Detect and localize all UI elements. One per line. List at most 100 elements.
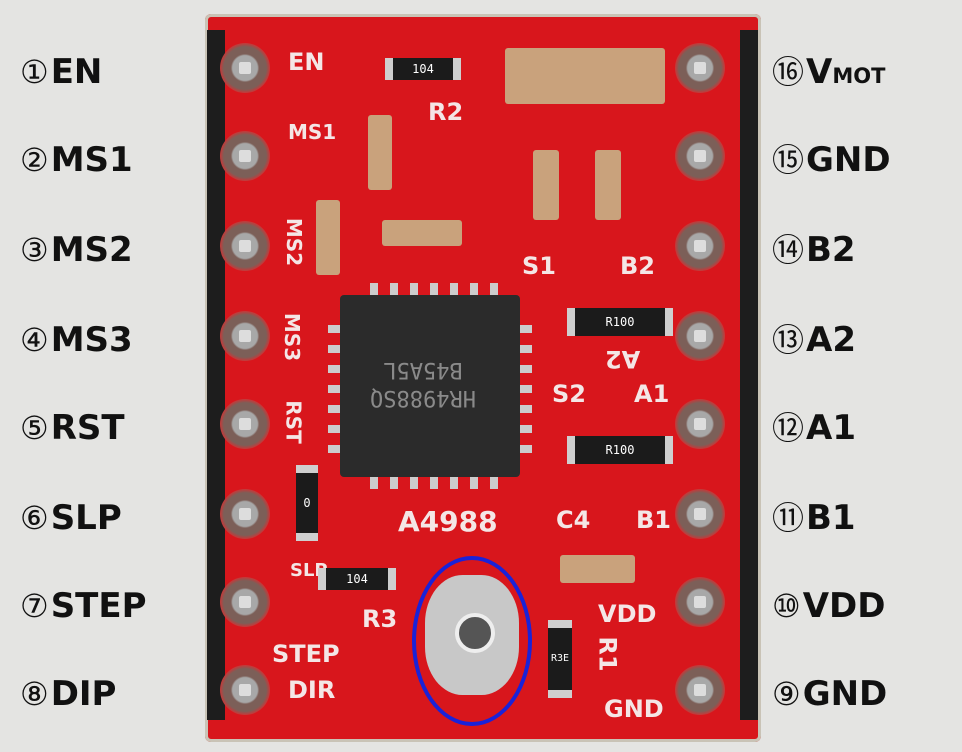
chip-leg: [430, 283, 438, 295]
pin-tip: [694, 596, 706, 608]
pin-solder-pad: [675, 221, 725, 271]
left-pin-header: [207, 30, 225, 720]
chip-leg: [520, 425, 532, 433]
pin-name: B2: [806, 230, 856, 270]
pin-solder-pad: [675, 43, 725, 93]
pin-label: ⑩VDD: [772, 586, 885, 626]
pin-label: ⑤RST: [20, 408, 125, 448]
chip-leg: [328, 445, 340, 453]
sense-resistor-2: R100: [567, 436, 673, 464]
chip-leg: [520, 365, 532, 373]
chip-leg: [450, 477, 458, 489]
pin-name: GND: [802, 674, 888, 714]
chip-leg: [450, 283, 458, 295]
pin-name: STEP: [50, 586, 147, 626]
chip-leg: [328, 345, 340, 353]
silk-c4: C4: [556, 506, 591, 534]
pin-number: ⑩: [772, 587, 801, 625]
silk-r1: R1: [593, 636, 622, 672]
pin-tip: [239, 684, 251, 696]
silk-a2: A2: [605, 345, 641, 373]
chip-leg: [390, 477, 398, 489]
chip-leg: [520, 325, 532, 333]
pin-tip: [694, 508, 706, 520]
chip-leg: [520, 445, 532, 453]
pin-tip: [694, 62, 706, 74]
pin-name: EN: [50, 52, 103, 92]
pin-number: ⑯: [772, 53, 805, 91]
pin-tip: [239, 508, 251, 520]
pin-name: GND: [806, 140, 891, 180]
resistor-r2: 104: [385, 58, 461, 80]
capacitor: [595, 150, 621, 220]
silk-ms3: MS3: [280, 312, 305, 362]
pin-tip: [694, 684, 706, 696]
silk-vdd: VDD: [598, 600, 657, 628]
silk-r2: R2: [428, 98, 464, 126]
pin-label: ⑯VMOT: [772, 52, 885, 92]
silk-s1: S1: [522, 252, 556, 280]
pin-solder-pad: [675, 399, 725, 449]
pin-number: ⑨: [772, 675, 801, 713]
pin-number: ⑫: [772, 409, 805, 447]
chip-marking-line-1: HR4988SQ: [370, 385, 476, 410]
capacitor: [316, 200, 340, 275]
a4988-chip: HR4988SQ B45A5L: [328, 283, 532, 489]
chip-leg: [328, 325, 340, 333]
chip-marking-line-2: B45A5L: [383, 357, 463, 382]
pin-label: ⑧DIP: [20, 674, 116, 714]
pin-tip: [239, 62, 251, 74]
silk-step: STEP: [272, 640, 340, 668]
pin-name: VDD: [802, 586, 886, 626]
pin-number: ⑥: [20, 499, 49, 537]
pin-solder-pad: [675, 489, 725, 539]
pin-solder-pad: [675, 665, 725, 715]
pin-label: ③MS2: [20, 230, 133, 270]
pin-label: ②MS1: [20, 140, 133, 180]
chip-leg: [490, 477, 498, 489]
chip-leg: [520, 405, 532, 413]
capacitor-large: [505, 48, 665, 104]
right-pin-header: [740, 30, 758, 720]
chip-leg: [370, 283, 378, 295]
pin-solder-pad: [220, 665, 270, 715]
silk-en: EN: [288, 48, 325, 76]
pin-label: ⑫A1: [772, 408, 856, 448]
chip-leg: [470, 477, 478, 489]
pin-name: A2: [806, 320, 856, 360]
silk-s2: S2: [552, 380, 586, 408]
pin-name-subscript: MOT: [832, 64, 886, 88]
chip-leg: [370, 477, 378, 489]
chip-leg: [410, 283, 418, 295]
pin-tip: [239, 240, 251, 252]
silk-b2: B2: [620, 252, 655, 280]
silk-ms1: MS1: [288, 120, 337, 144]
pin-tip: [239, 330, 251, 342]
pin-solder-pad: [220, 399, 270, 449]
pin-name: MS3: [50, 320, 133, 360]
pin-label: ⑭B2: [772, 230, 856, 270]
chip-leg: [470, 283, 478, 295]
pin-name: MS1: [50, 140, 133, 180]
pin-name: A1: [806, 408, 856, 448]
pin-label: ⑬A2: [772, 320, 856, 360]
pin-tip: [694, 240, 706, 252]
chip-leg: [490, 283, 498, 295]
pin-tip: [694, 418, 706, 430]
pin-label: ⑨GND: [772, 674, 887, 714]
silk-chip-model: A4988: [398, 505, 498, 538]
pin-tip: [239, 596, 251, 608]
resistor-zero-ohm: 0: [296, 465, 318, 541]
resistor-r1: R3E: [548, 620, 572, 698]
pin-label: ⑮GND: [772, 140, 891, 180]
pin-number: ④: [20, 321, 49, 359]
pin-solder-pad: [220, 311, 270, 361]
pin-number: ⑬: [772, 321, 805, 359]
pin-label: ⑪B1: [772, 498, 856, 538]
pin-solder-pad: [220, 577, 270, 627]
chip-leg: [520, 385, 532, 393]
chip-leg: [328, 365, 340, 373]
pin-number: ⑪: [772, 499, 805, 537]
pin-number: ①: [20, 53, 49, 91]
pin-tip: [239, 150, 251, 162]
